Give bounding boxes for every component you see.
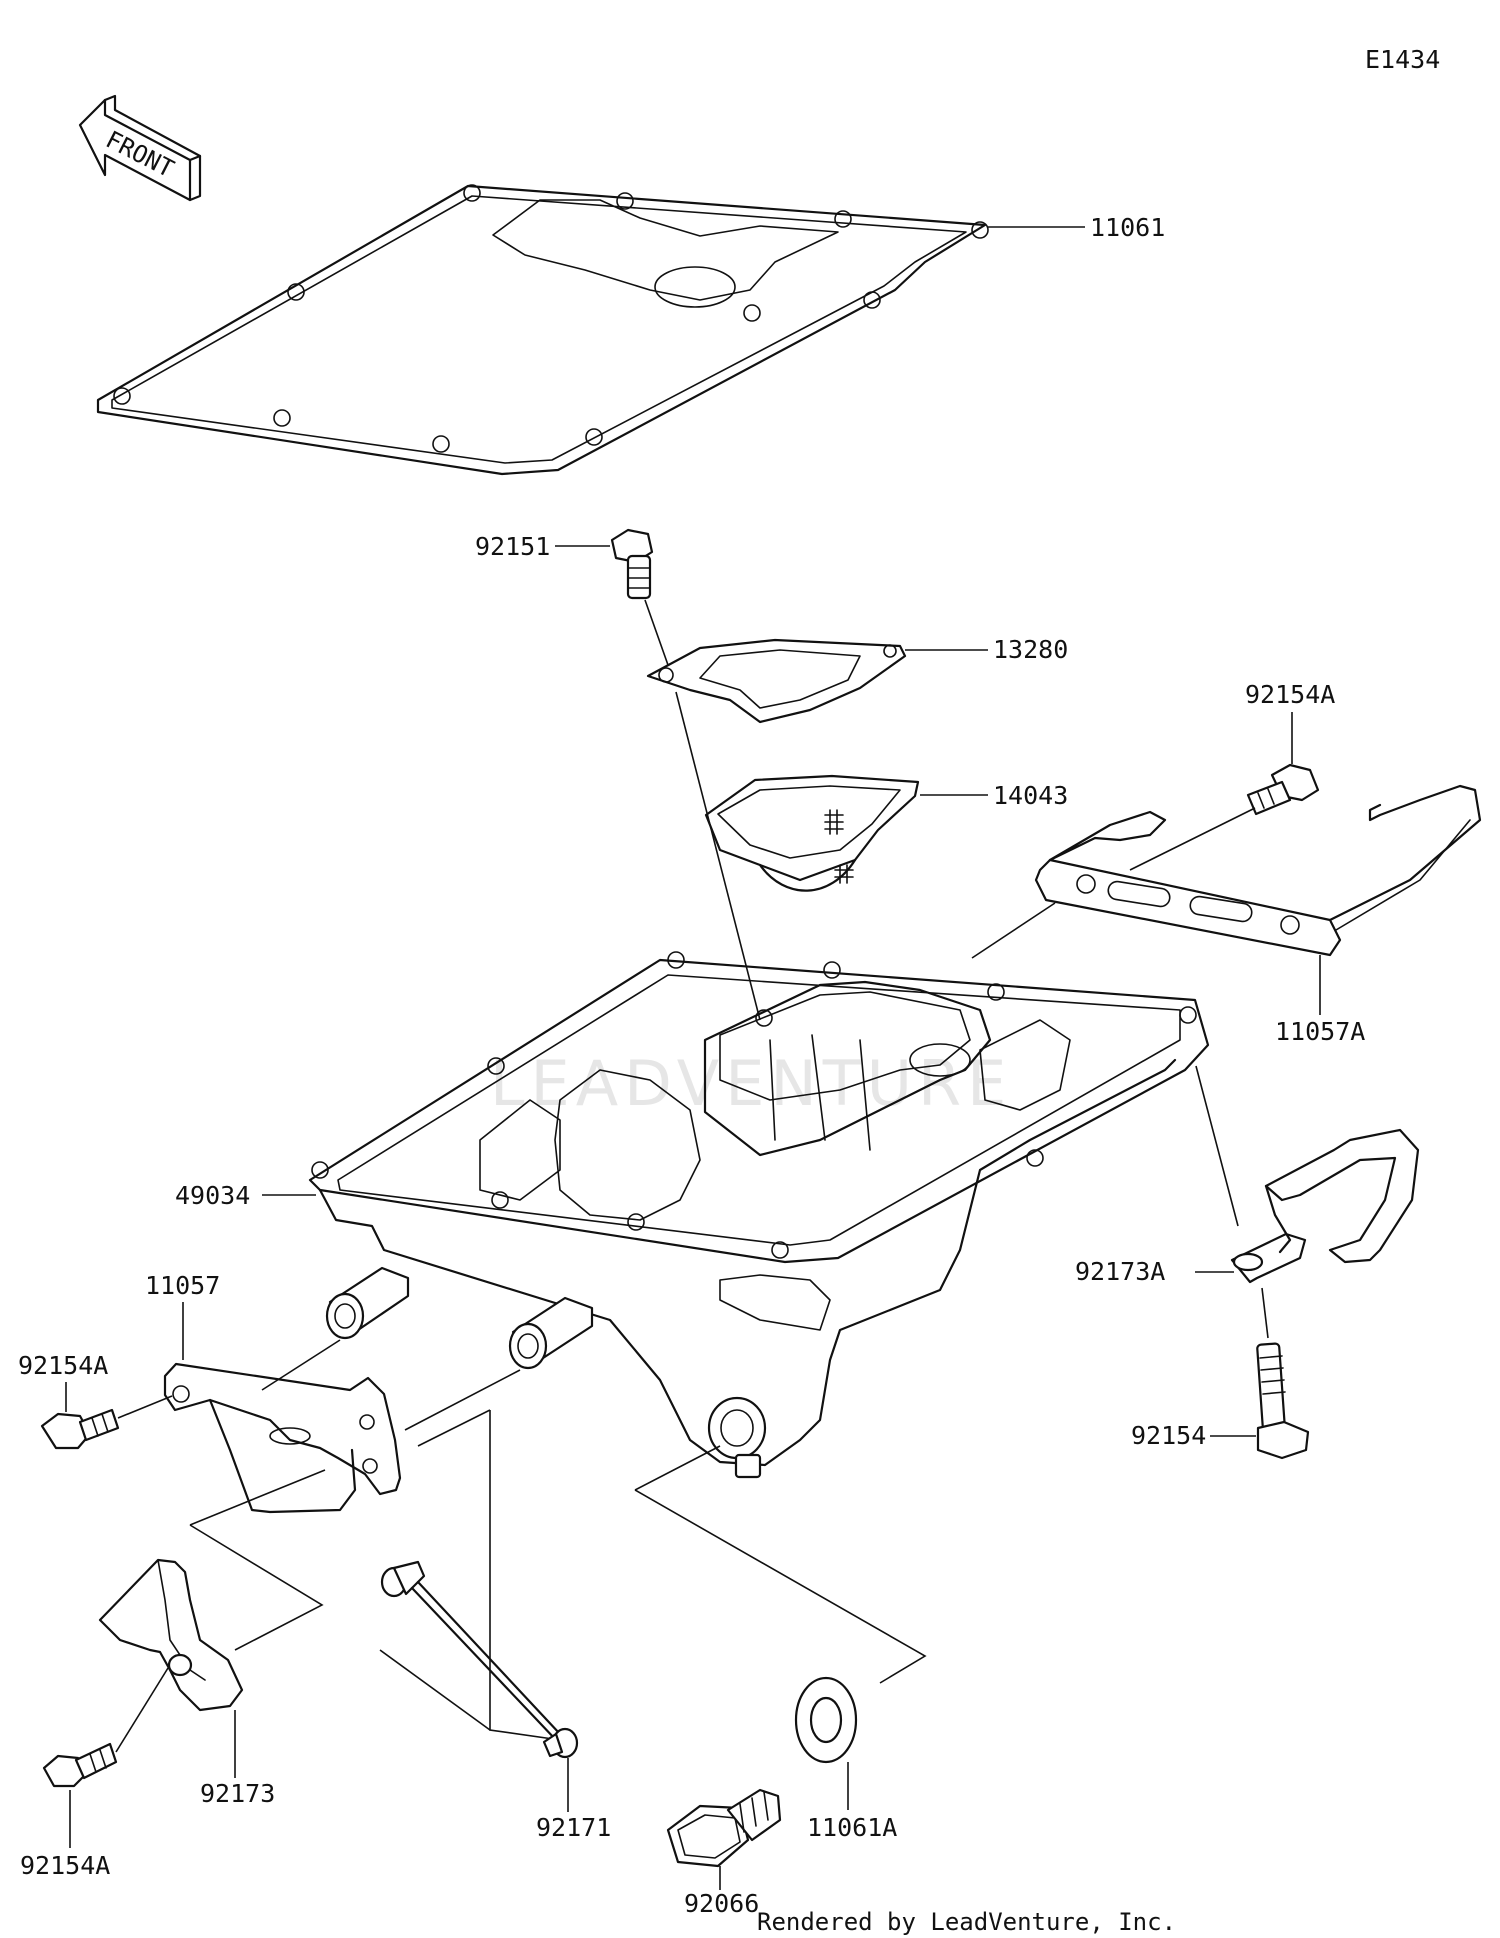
gasket-13280 <box>646 638 907 724</box>
part-label-92154a-left: 92154A <box>18 1351 108 1380</box>
part-label-13280: 13280 <box>993 635 1068 664</box>
part-label-92151: 92151 <box>475 532 550 561</box>
bolt-92154a-top <box>1246 763 1320 816</box>
washer-11061a <box>794 1676 858 1764</box>
footer-credit: Rendered by LeadVenture, Inc. <box>757 1908 1176 1936</box>
part-label-92154a-bottom: 92154A <box>20 1851 110 1880</box>
part-label-92173: 92173 <box>200 1779 275 1808</box>
bolt-92154a-left <box>40 1408 120 1450</box>
part-label-92066: 92066 <box>684 1889 759 1918</box>
strainer-14043 <box>704 774 920 892</box>
bracket-11057 <box>163 1362 402 1514</box>
bolt-92154 <box>1256 1342 1310 1460</box>
part-label-14043: 14043 <box>993 781 1068 810</box>
drain-plug-92066 <box>666 1788 782 1868</box>
watermark: LEADVENTURE <box>490 1047 1012 1120</box>
part-label-92154a-top: 92154A <box>1245 680 1335 709</box>
bolt-92154a-bottom <box>42 1742 118 1788</box>
clamp-92173 <box>98 1558 244 1712</box>
part-label-11057: 11057 <box>145 1271 220 1300</box>
part-label-92154: 92154 <box>1131 1421 1206 1450</box>
part-label-92171: 92171 <box>536 1813 611 1842</box>
gasket-11061 <box>96 184 989 476</box>
diagram-code: E1434 <box>1365 45 1440 74</box>
part-label-11057a: 11057A <box>1275 1017 1365 1046</box>
oil-pan-49034 <box>308 951 1210 1479</box>
bracket-11057a <box>1034 784 1482 957</box>
part-label-11061a: 11061A <box>807 1813 897 1842</box>
part-label-11061: 11061 <box>1090 213 1165 242</box>
clamp-92173a <box>1230 1128 1420 1284</box>
front-arrow-icon: FRONT <box>78 94 202 202</box>
pin-92171 <box>380 1560 579 1759</box>
part-label-49034: 49034 <box>175 1181 250 1210</box>
part-label-92173a: 92173A <box>1075 1257 1165 1286</box>
bolt-92151 <box>610 528 654 600</box>
